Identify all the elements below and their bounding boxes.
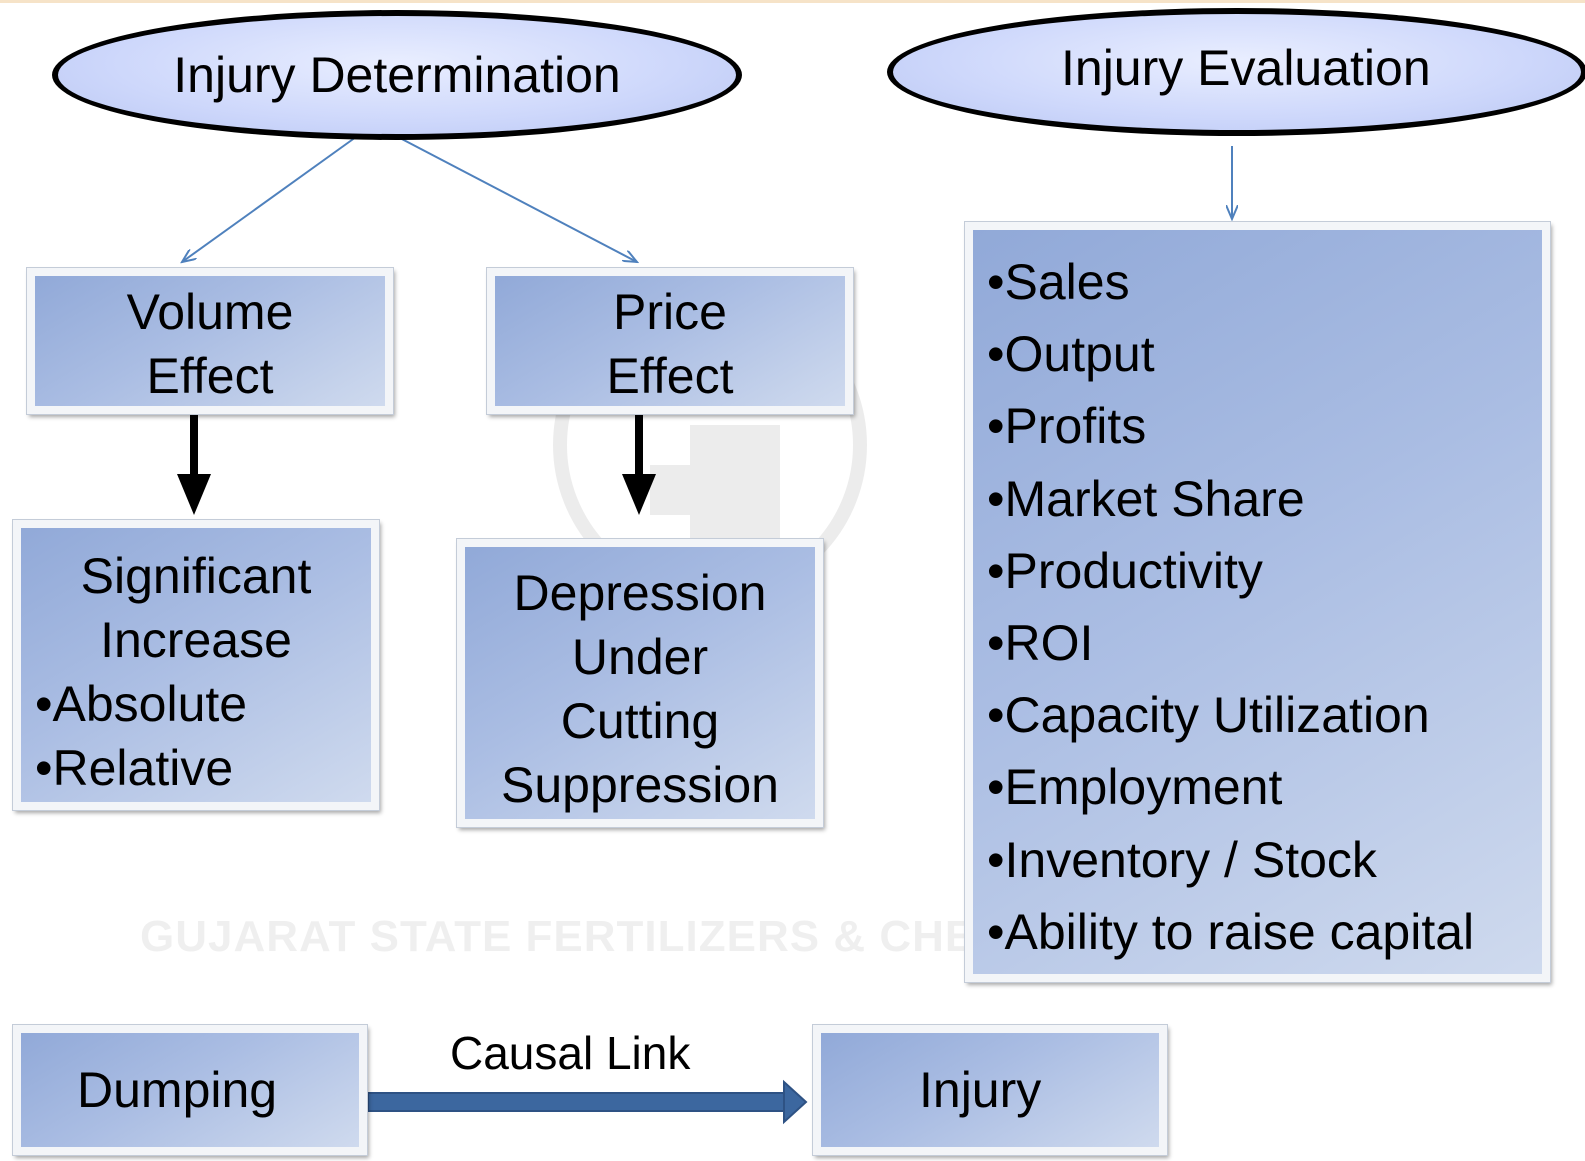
depression-line: Depression — [513, 565, 767, 621]
evaluation-factor-item: •ROI — [987, 615, 1094, 672]
depression-line: Under — [571, 629, 709, 685]
evaluation-factor-item: •Sales — [987, 254, 1130, 310]
significant-increase-title: Significant — [80, 548, 312, 604]
arrow-to-volume — [182, 136, 357, 262]
evaluation-factor-item: •Capacity Utilization — [987, 687, 1430, 744]
evaluation-factor-item: •Ability to raise capital — [987, 903, 1475, 960]
causal-link-label: Causal Link — [450, 1027, 691, 1079]
significant-increase-bullet: •Relative — [35, 740, 234, 796]
evaluation-factor-item: •Inventory / Stock — [987, 831, 1377, 888]
price-effect-line: Price — [613, 284, 727, 340]
volume-effect-line: Volume — [126, 284, 294, 340]
dumping-label: Dumping — [77, 1062, 278, 1118]
injury-evaluation-oval: Injury Evaluation — [887, 8, 1585, 136]
evaluation-factor-item: •Market Share — [987, 470, 1305, 527]
dumping-box: Dumping — [12, 1024, 368, 1156]
injury-determination-label: Injury Determination — [173, 47, 621, 103]
evaluation-factors-box: •Sales •Output •Profits •Market Share •P… — [964, 221, 1551, 983]
injury-evaluation-label: Injury Evaluation — [1061, 40, 1431, 96]
depression-line: Cutting — [560, 693, 720, 749]
evaluation-factor-item: •Profits — [987, 398, 1147, 455]
causal-arrow-shaft — [367, 1092, 787, 1112]
depression-line: Suppression — [501, 757, 779, 813]
evaluation-factor-item: •Employment — [987, 759, 1283, 816]
arrow-volume-down-head — [177, 474, 211, 515]
volume-effect-box: Volume Effect — [26, 267, 394, 415]
injury-box: Injury — [812, 1024, 1168, 1156]
depression-box: Depression Under Cutting Suppression — [456, 538, 824, 828]
significant-increase-box: Significant Increase •Absolute •Relative — [12, 519, 380, 811]
evaluation-factor-item: •Productivity — [987, 542, 1263, 599]
causal-arrow-head — [783, 1079, 808, 1125]
evaluation-factor-item: •Output — [987, 326, 1155, 383]
volume-effect-line: Effect — [146, 348, 274, 404]
injury-determination-oval: Injury Determination — [52, 10, 742, 140]
price-effect-box: Price Effect — [486, 267, 854, 415]
injury-label: Injury — [919, 1062, 1042, 1118]
significant-increase-title: Increase — [100, 612, 292, 668]
price-effect-line: Effect — [606, 348, 734, 404]
top-border-line — [0, 0, 1585, 3]
significant-increase-bullet: •Absolute — [35, 676, 248, 732]
